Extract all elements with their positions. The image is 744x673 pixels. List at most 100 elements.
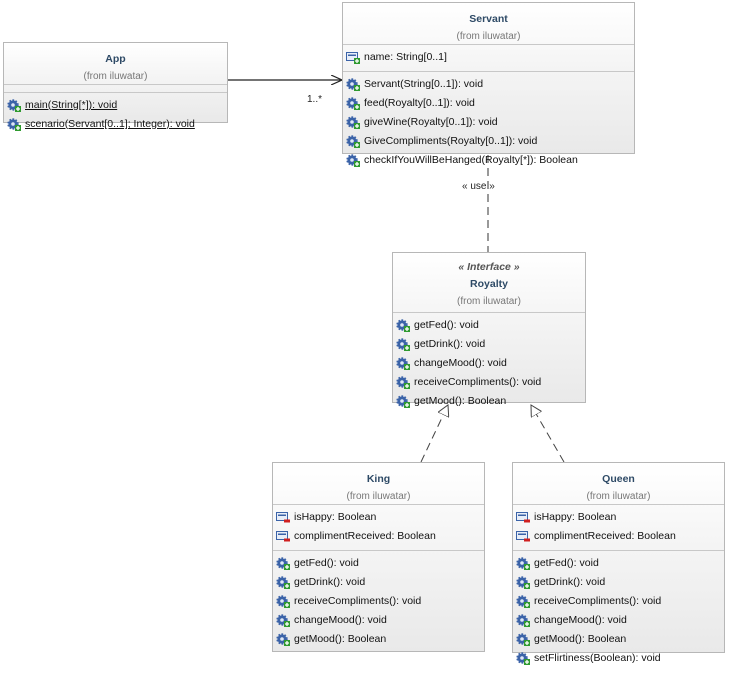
package-label: (from iluwatar) bbox=[83, 71, 148, 82]
class-header: « Interface » Royalty (from iluwatar) bbox=[393, 253, 585, 313]
member-text: getDrink(): void bbox=[414, 338, 486, 350]
private-attribute-icon bbox=[516, 512, 530, 523]
realization-king-royalty[interactable] bbox=[420, 405, 448, 463]
attribute-row[interactable]: complimentReceived: Boolean bbox=[273, 527, 484, 546]
class-servant[interactable]: Servant (from iluwatar) name: String[0..1]… bbox=[342, 2, 635, 167]
public-method-icon bbox=[516, 633, 530, 646]
operation-row[interactable]: Servant(String[0..1]): void bbox=[343, 75, 634, 94]
private-attribute-icon bbox=[276, 512, 290, 523]
operation-row[interactable]: changeMood(): void bbox=[273, 611, 484, 630]
attribute-row[interactable]: name: String[0..1] bbox=[343, 48, 634, 67]
member-text: getFed(): void bbox=[294, 557, 359, 569]
member-text: getFed(): void bbox=[534, 557, 599, 569]
public-method-icon bbox=[276, 614, 290, 627]
operation-row[interactable]: changeMood(): void bbox=[393, 354, 585, 373]
operation-row[interactable]: getFed(): void bbox=[393, 316, 585, 335]
member-text: feed(Royalty[0..1]): void bbox=[364, 97, 475, 109]
interface-royalty[interactable]: « Interface » Royalty (from iluwatar) getFe… bbox=[392, 252, 586, 408]
class-app[interactable]: App (from iluwatar) main(String[*]): void s… bbox=[3, 42, 228, 131]
operation-row[interactable]: getFed(): void bbox=[273, 554, 484, 573]
operation-row[interactable]: main(String[*]): void bbox=[4, 96, 227, 115]
operations-compartment: Servant(String[0..1]): void feed(Royalty[… bbox=[343, 72, 634, 174]
member-text: getDrink(): void bbox=[294, 576, 366, 588]
public-method-icon bbox=[516, 614, 530, 627]
class-name: Royalty bbox=[470, 278, 508, 290]
public-method-icon bbox=[396, 338, 410, 351]
stereotype-label: « Interface » bbox=[458, 261, 520, 273]
public-method-icon bbox=[396, 357, 410, 370]
member-text: getMood(): Boolean bbox=[414, 395, 507, 407]
operation-row[interactable]: getDrink(): void bbox=[513, 573, 724, 592]
attributes-compartment: name: String[0..1] bbox=[343, 45, 634, 72]
package-label: (from iluwatar) bbox=[456, 31, 521, 42]
public-attribute-icon bbox=[346, 52, 360, 64]
class-header: App (from iluwatar) bbox=[4, 43, 227, 85]
public-method-icon bbox=[346, 78, 360, 91]
public-method-icon bbox=[516, 652, 530, 665]
operation-row[interactable]: getFed(): void bbox=[513, 554, 724, 573]
class-name: Queen bbox=[602, 473, 635, 485]
package-label: (from iluwatar) bbox=[586, 491, 651, 502]
member-text: getMood(): Boolean bbox=[294, 633, 387, 645]
class-header: Servant (from iluwatar) bbox=[343, 3, 634, 45]
member-text: getMood(): Boolean bbox=[534, 633, 627, 645]
operations-compartment: getFed(): void getDrink(): void changeMood… bbox=[393, 313, 585, 415]
operation-row[interactable]: GiveCompliments(Royalty[0..1]): void bbox=[343, 132, 634, 151]
package-label: (from iluwatar) bbox=[346, 491, 411, 502]
public-method-icon bbox=[276, 576, 290, 589]
member-text: changeMood(): void bbox=[414, 357, 507, 369]
attributes-compartment bbox=[4, 85, 227, 93]
attribute-row[interactable]: isHappy: Boolean bbox=[273, 508, 484, 527]
operation-row[interactable]: scenario(Servant[0..1]; Integer): void bbox=[4, 115, 227, 134]
package-label: (from iluwatar) bbox=[457, 296, 521, 307]
operation-row[interactable]: giveWine(Royalty[0..1]): void bbox=[343, 113, 634, 132]
member-text: name: String[0..1] bbox=[364, 51, 447, 63]
member-text: receiveCompliments(): void bbox=[414, 376, 542, 388]
public-method-icon bbox=[516, 557, 530, 570]
public-method-icon bbox=[276, 595, 290, 608]
attribute-row[interactable]: isHappy: Boolean bbox=[513, 508, 724, 527]
member-text: changeMood(): void bbox=[534, 614, 627, 626]
public-method-icon bbox=[516, 576, 530, 589]
member-text: scenario(Servant[0..1]; Integer): void bbox=[25, 118, 195, 130]
operation-row[interactable]: getMood(): Boolean bbox=[393, 392, 585, 411]
public-method-icon bbox=[7, 118, 21, 131]
use-stereotype-label: « use » bbox=[462, 181, 495, 192]
member-text: Servant(String[0..1]): void bbox=[364, 78, 484, 90]
operation-row[interactable]: receiveCompliments(): void bbox=[273, 592, 484, 611]
operation-row[interactable]: feed(Royalty[0..1]): void bbox=[343, 94, 634, 113]
operation-row[interactable]: getDrink(): void bbox=[273, 573, 484, 592]
public-method-icon bbox=[346, 154, 360, 167]
operation-row[interactable]: checkIfYouWillBeHanged(Royalty[*]): Bool… bbox=[343, 151, 634, 170]
operation-row[interactable]: getDrink(): void bbox=[393, 335, 585, 354]
class-queen[interactable]: Queen (from iluwatar) isHappy: Boolean comp… bbox=[512, 462, 725, 665]
member-text: checkIfYouWillBeHanged(Royalty[*]): Bool… bbox=[364, 154, 578, 166]
operation-row[interactable]: receiveCompliments(): void bbox=[393, 373, 585, 392]
operations-compartment: main(String[*]): void scenario(Servant[0.… bbox=[4, 93, 227, 138]
attribute-row[interactable]: complimentReceived: Boolean bbox=[513, 527, 724, 546]
class-name: Servant bbox=[469, 13, 508, 25]
public-method-icon bbox=[346, 97, 360, 110]
member-text: getDrink(): void bbox=[534, 576, 606, 588]
operation-row[interactable]: receiveCompliments(): void bbox=[513, 592, 724, 611]
member-text: getFed(): void bbox=[414, 319, 479, 331]
member-text: GiveCompliments(Royalty[0..1]): void bbox=[364, 135, 538, 147]
public-method-icon bbox=[346, 116, 360, 129]
member-text: giveWine(Royalty[0..1]): void bbox=[364, 116, 498, 128]
public-method-icon bbox=[346, 135, 360, 148]
class-header: King (from iluwatar) bbox=[273, 463, 484, 505]
operation-row[interactable]: setFlirtiness(Boolean): void bbox=[513, 649, 724, 668]
realization-queen-royalty[interactable] bbox=[531, 405, 565, 463]
operation-row[interactable]: getMood(): Boolean bbox=[513, 630, 724, 649]
public-method-icon bbox=[276, 633, 290, 646]
member-text: isHappy: Boolean bbox=[534, 511, 617, 523]
class-name: App bbox=[105, 53, 126, 65]
class-name: King bbox=[366, 473, 391, 485]
operation-row[interactable]: getMood(): Boolean bbox=[273, 630, 484, 649]
member-text: main(String[*]): void bbox=[25, 99, 118, 111]
multiplicity-label: 1..* bbox=[307, 94, 323, 105]
operation-row[interactable]: changeMood(): void bbox=[513, 611, 724, 630]
